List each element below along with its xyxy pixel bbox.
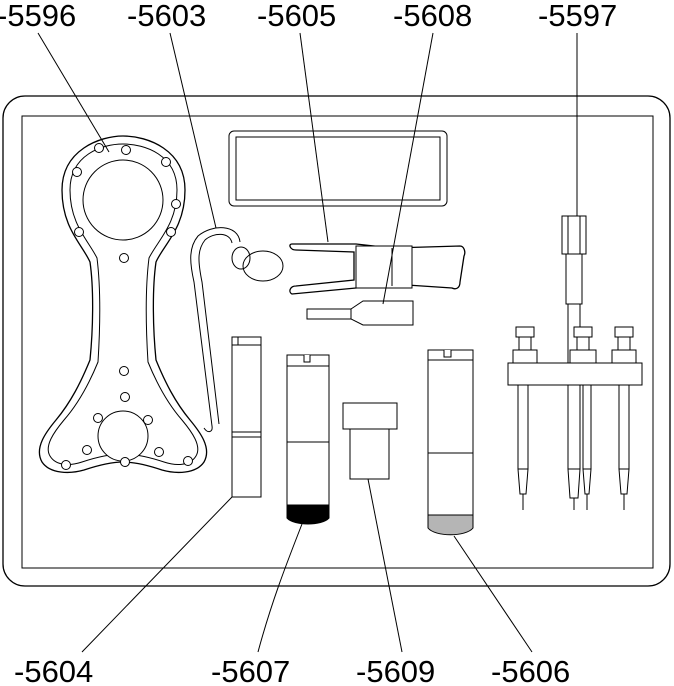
label-5604: -5604 — [14, 654, 93, 686]
tool-5603-hook — [190, 227, 284, 433]
leader-5608 — [382, 32, 434, 305]
leader-5604 — [81, 496, 233, 653]
label-5596: -5596 — [0, 0, 76, 33]
tool-5604-tube — [231, 336, 262, 498]
tool-5606-sleeve — [427, 349, 474, 536]
leader-5607 — [257, 523, 303, 653]
leader-5596 — [37, 32, 110, 153]
tool-5597-puller-set — [507, 215, 643, 510]
leader-5609 — [367, 478, 403, 653]
tool-5605-clip — [289, 243, 466, 295]
tool-5609-plug — [342, 402, 398, 480]
leader-5603 — [169, 32, 217, 229]
display-window — [228, 130, 448, 207]
label-5597: -5597 — [538, 0, 617, 33]
tool-5608-key — [306, 300, 414, 326]
leader-5606 — [453, 535, 533, 653]
label-5607: -5607 — [211, 654, 290, 686]
label-5603: -5603 — [127, 0, 206, 33]
label-5609: -5609 — [356, 654, 435, 686]
label-5606: -5606 — [491, 654, 570, 686]
tool-5596-flange-holder — [38, 135, 208, 474]
label-5608: -5608 — [393, 0, 472, 33]
leader-5605 — [299, 32, 329, 243]
label-5605: -5605 — [257, 0, 336, 33]
tool-5607-sleeve — [286, 354, 330, 525]
